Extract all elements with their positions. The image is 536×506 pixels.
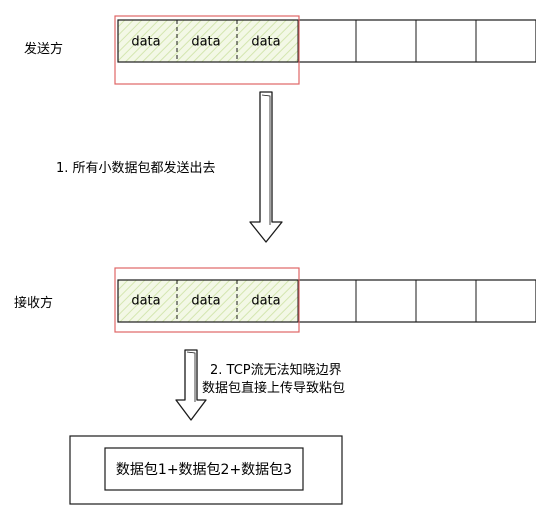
sender-cell-2: data <box>251 35 280 50</box>
receiver-buffer-outline <box>117 279 536 323</box>
result-box: 数据包1+数据包2+数据包3 <box>69 435 343 505</box>
down-arrow-2 <box>175 349 207 421</box>
receiver-buffer: data data data <box>114 267 536 333</box>
sender-data-fill <box>118 20 298 62</box>
sender-buffer-outline <box>117 19 536 63</box>
down-arrow-1 <box>249 91 283 243</box>
receiver-label: 接收方 <box>14 296 54 311</box>
sender-cell-1: data <box>191 35 220 50</box>
receiver-cell-0: data <box>131 294 160 309</box>
step1-text: 1. 所有小数据包都发送出去 <box>56 161 216 176</box>
result-text: 数据包1+数据包2+数据包3 <box>116 462 292 478</box>
receiver-cell-2: data <box>251 294 280 309</box>
result-inner-box <box>104 447 304 491</box>
receiver-highlight-box <box>114 267 300 333</box>
step2-text-line2: 数据包直接上传导致粘包 <box>202 381 346 396</box>
sender-cell-0: data <box>131 35 160 50</box>
receiver-data-fill <box>118 280 298 322</box>
step2-text-line1: 2. TCP流无法知晓边界 <box>210 363 342 378</box>
receiver-cell-1: data <box>191 294 220 309</box>
sender-highlight-box <box>114 15 300 85</box>
sender-label: 发送方 <box>24 42 64 57</box>
sender-buffer: data data data <box>114 15 536 85</box>
